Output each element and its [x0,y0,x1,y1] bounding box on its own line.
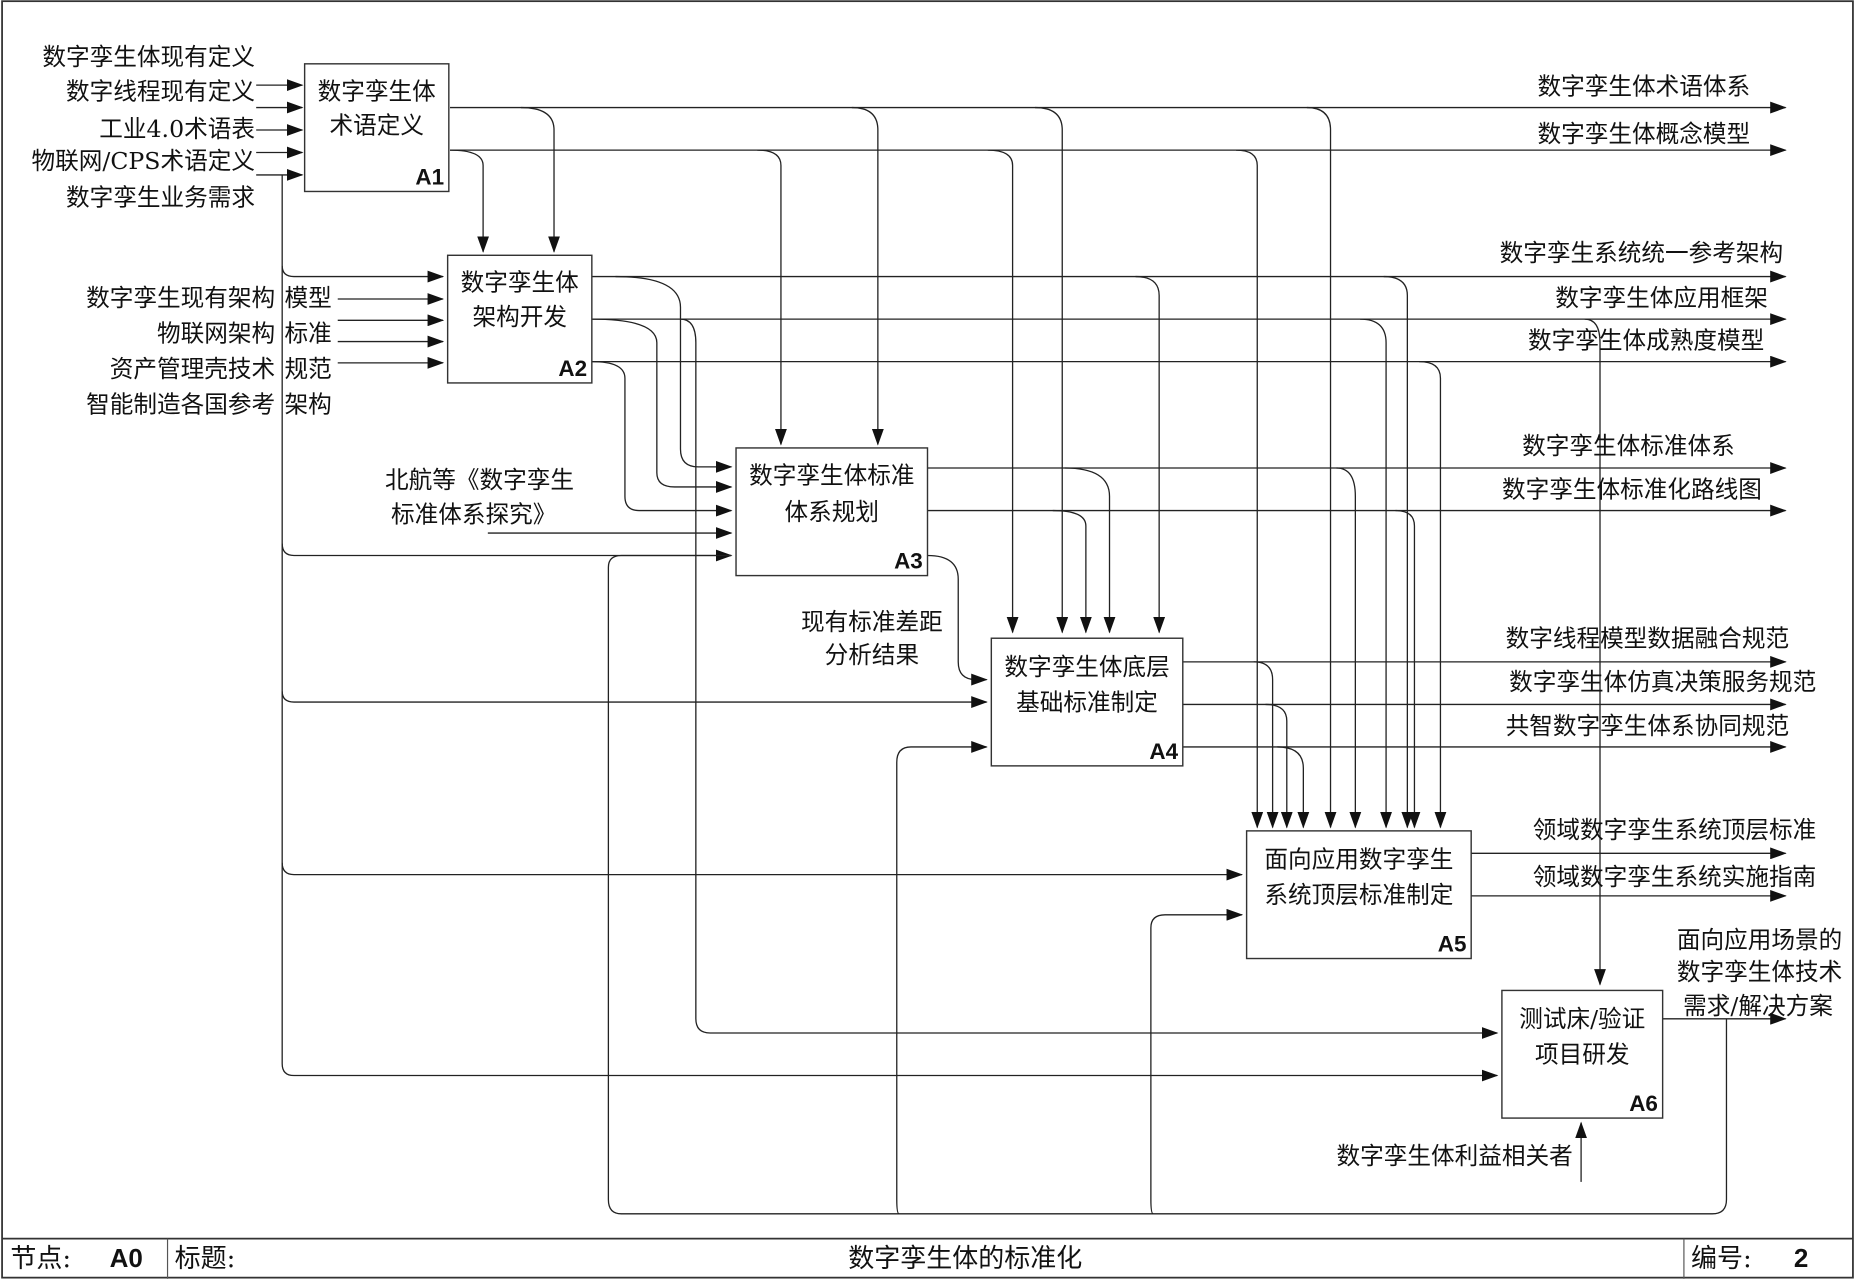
a3-input-labels: 北航等《数字孪生 标准体系探究》 [385,466,574,528]
input-label: 工业4.0术语表 [99,115,255,143]
activity-box-a4[interactable]: 数字孪生体底层 基础标准制定 A4 [990,637,1184,767]
activity-title-line: 系统顶层标准制定 [1264,881,1453,909]
activity-title-line: 测试床/验证 [1519,1005,1645,1033]
input-label: 北航等《数字孪生 [385,466,574,494]
output-label: 数字孪生体应用框架 [1555,284,1768,312]
output-label: 需求/解决方案 [1683,992,1833,1020]
input-label: 标准体系探究》 [391,500,556,528]
output-label: 领域数字孪生系统实施指南 [1533,863,1817,891]
node-label: 节点: [10,1244,71,1274]
output-label: 数字孪生体概念模型 [1537,120,1750,148]
activity-title-line: 架构开发 [472,303,566,331]
input-label: 分析结果 [825,641,920,669]
activity-code: A3 [894,548,923,573]
input-label: 数字孪生现有架构 [86,284,275,312]
input-label: 智能制造各国参考 [86,390,275,418]
input-label: 数字孪生业务需求 [66,184,255,212]
activity-title-line: 体系规划 [785,498,880,526]
connector-arrows [256,79,1787,1215]
input-label: 物联网架构 [157,320,275,348]
number-value: 2 [1794,1243,1808,1273]
activity-box-a1[interactable]: 数字孪生体 术语定义 A1 [303,63,450,193]
activity-box-a5[interactable]: 面向应用数字孪生 系统顶层标准制定 A5 [1245,830,1472,960]
activity-code: A5 [1438,931,1467,956]
activity-title-line: 数字孪生体底层 [1004,653,1169,681]
title-label: 标题: [175,1244,236,1274]
activity-title-line: 基础标准制定 [1016,688,1158,716]
output-label: 数字孪生体术语体系 [1537,73,1750,101]
input-label: 数字线程现有定义 [66,77,255,105]
activity-box-a3[interactable]: 数字孪生体标准 体系规划 A3 [735,447,929,577]
activity-code: A4 [1149,739,1178,764]
input-label: 物联网/CPS术语定义 [31,147,254,175]
input-label: 现有标准差距 [801,608,943,636]
number-label: 编号: [1691,1244,1752,1274]
output-label: 数字孪生系统统一参考架构 [1500,239,1784,267]
output-label: 面向应用场景的 [1677,926,1842,954]
activity-code: A1 [415,164,444,189]
title-block: 节点: A0 标题: 数字孪生体的标准化 编号: 2 [2,1237,1853,1279]
output-label: 数字孪生体标准体系 [1522,432,1735,460]
activity-title-line: 项目研发 [1535,1041,1630,1069]
activity-title-line: 术语定义 [329,112,423,140]
activity-title-line: 数字孪生体标准 [749,461,914,489]
input-label: 数字孪生体现有定义 [42,43,255,71]
mechanism-label: 数字孪生体利益相关者 [1337,1142,1573,1170]
activity-box-a2[interactable]: 数字孪生体 架构开发 A2 [446,254,593,384]
diagram-title: 数字孪生体的标准化 [848,1244,1082,1274]
output-label: 共智数字孪生体系协同规范 [1506,712,1790,740]
output-label: 数字孪生体仿真决策服务规范 [1509,668,1816,696]
a2-input-labels: 数字孪生现有架构 物联网架构 资产管理壳技术 智能制造各国参考 模型 标准 规范… [86,284,332,418]
a1-input-labels: 数字孪生体现有定义 数字线程现有定义 工业4.0术语表 物联网/CPS术语定义 … [31,43,255,212]
output-label: 数字孪生体标准化路线图 [1502,476,1762,504]
a4-input-labels: 现有标准差距 分析结果 [801,608,943,669]
activity-box-a6[interactable]: 测试床/验证 项目研发 A6 [1501,989,1664,1119]
activity-code: A6 [1629,1091,1658,1116]
activity-title-line: 数字孪生体 [461,269,579,297]
input-label: 模型 [285,284,332,312]
activity-title-line: 面向应用数字孪生 [1264,846,1453,874]
input-label: 标准 [285,320,332,348]
activity-code: A2 [558,356,587,381]
output-label: 领域数字孪生系统顶层标准 [1533,816,1817,844]
activity-title-line: 数字孪生体 [318,77,436,105]
input-label: 资产管理壳技术 [110,355,275,383]
output-label: 数字孪生体成熟度模型 [1528,327,1764,355]
output-label: 数字线程模型数据融合规范 [1506,625,1790,653]
input-label: 架构 [285,390,332,418]
input-label: 规范 [285,355,332,383]
output-label: 数字孪生体技术 [1677,958,1842,986]
node-value: A0 [110,1243,143,1273]
output-labels: 数字孪生体术语体系 数字孪生体概念模型 数字孪生系统统一参考架构 数字孪生体应用… [1500,73,1843,1021]
